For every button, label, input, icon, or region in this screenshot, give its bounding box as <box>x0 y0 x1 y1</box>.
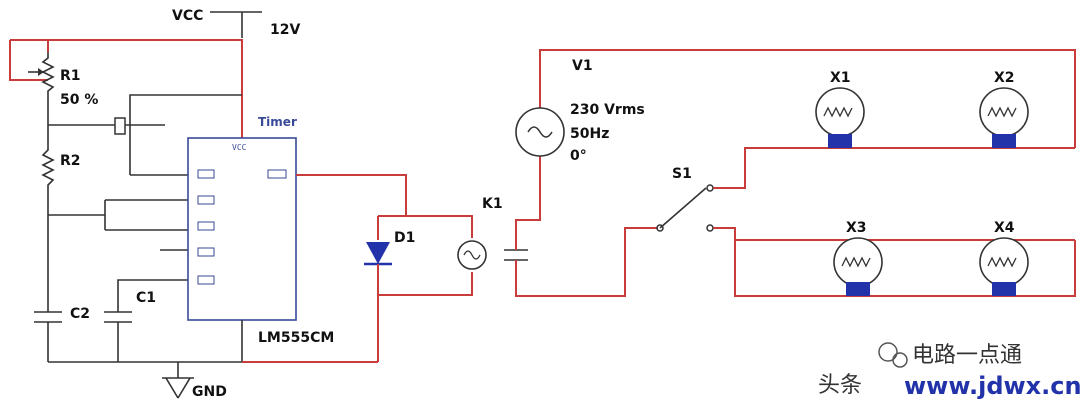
v1-label: V1 <box>572 58 593 74</box>
lamp-x3: X3 <box>833 220 883 296</box>
lamp-x2: X2 <box>979 70 1029 148</box>
x1-label: X1 <box>830 70 851 86</box>
r2-label: R2 <box>60 153 81 169</box>
ac-source-v1: V1 230 Vrms 50Hz 0° <box>515 58 645 164</box>
watermark: 电路一点通 头条 www.jdwx.cn <box>818 342 1080 400</box>
relay-section: D1 K1 <box>364 196 528 362</box>
watermark-platform: 头条 <box>818 373 862 398</box>
v1-frequency-label: 50Hz <box>570 126 609 142</box>
r1-label: R1 <box>60 68 81 84</box>
capacitor-c2: C2 <box>34 290 90 362</box>
ic-lm555: VCC Timer LM555CM <box>187 115 334 346</box>
timer-label: Timer <box>258 115 297 129</box>
r1-value-label: 50 % <box>60 92 98 108</box>
v1-phase-label: 0° <box>570 148 587 164</box>
ic-pin-vcc: VCC <box>232 143 247 152</box>
vcc-label: VCC <box>172 8 203 24</box>
relay-coil-k1: K1 <box>457 196 503 270</box>
ac-load-section: V1 230 Vrms 50Hz 0° S1 X1 X2 <box>515 49 1076 297</box>
x3-label: X3 <box>846 220 867 236</box>
timer-section: VCC 12V R1 50 % R2 <box>9 8 407 400</box>
watermark-site-name: 电路一点通 <box>912 343 1022 368</box>
ic-part-label: LM555CM <box>258 330 334 346</box>
watermark-url: www.jdwx.cn <box>904 372 1080 400</box>
d1-label: D1 <box>394 230 415 246</box>
c1-label: C1 <box>136 290 156 306</box>
switch-s1: S1 <box>656 166 714 232</box>
potentiometer-r1: R1 50 % <box>28 52 98 108</box>
lamp-x4: X4 <box>979 220 1029 296</box>
x4-label: X4 <box>994 220 1015 236</box>
resistor-r2: R2 <box>41 145 81 195</box>
c2-label: C2 <box>70 306 90 322</box>
control-capacitor <box>114 117 165 135</box>
capacitor-c1: C1 <box>104 279 156 362</box>
relay-contact <box>504 249 528 261</box>
ground-symbol: GND <box>162 377 227 400</box>
vcc-symbol: VCC 12V <box>172 8 300 38</box>
vcc-value-label: 12V <box>270 22 300 38</box>
s1-label: S1 <box>672 166 692 182</box>
gnd-label: GND <box>192 384 227 400</box>
x2-label: X2 <box>994 70 1015 86</box>
v1-voltage-label: 230 Vrms <box>570 102 645 118</box>
diode-d1: D1 <box>364 230 415 266</box>
wechat-icon <box>878 342 908 368</box>
k1-label: K1 <box>482 196 503 212</box>
lamp-x1: X1 <box>815 70 865 148</box>
